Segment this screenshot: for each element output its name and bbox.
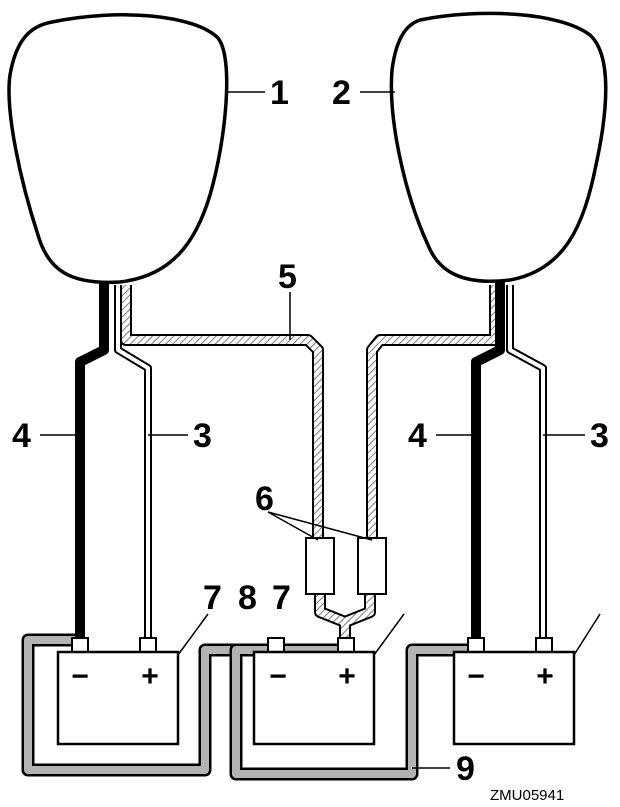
- callout-7-right: 7: [272, 579, 291, 617]
- heater-pad-2: [389, 11, 608, 283]
- battery-1-negative-sign: −: [71, 660, 89, 693]
- negative-wire-left: [75, 282, 109, 642]
- callout-2: 2: [332, 74, 351, 112]
- battery-3: − +: [452, 637, 576, 746]
- fuse-left: [305, 537, 335, 595]
- battery-2: − +: [252, 637, 376, 746]
- callout-1: 1: [270, 74, 289, 112]
- leader-lines: [40, 91, 601, 769]
- callout-8: 8: [238, 579, 257, 617]
- heater-pad-1: [7, 13, 229, 285]
- callout-5: 5: [278, 258, 297, 296]
- callout-6: 6: [255, 480, 274, 518]
- callout-3-right: 3: [590, 417, 609, 455]
- callout-3-left: 3: [193, 417, 212, 455]
- callout-9: 9: [456, 750, 475, 788]
- battery-3-negative-sign: −: [467, 660, 485, 693]
- positive-wire-right: [506, 285, 547, 642]
- fuse-right: [357, 537, 387, 595]
- negative-wire-right: [471, 282, 505, 642]
- battery-2-negative-sign: −: [269, 660, 287, 693]
- callout-7-left: 7: [203, 579, 222, 617]
- battery-1: − +: [56, 637, 180, 746]
- callout-4-left: 4: [12, 417, 31, 455]
- positive-wire-left: [114, 285, 152, 642]
- callout-4-right: 4: [408, 417, 427, 455]
- figure-code: ZMU05941: [490, 787, 564, 804]
- battery-3-positive-sign: +: [536, 660, 554, 693]
- battery-2-positive-sign: +: [338, 660, 356, 693]
- battery-1-positive-sign: +: [141, 660, 159, 693]
